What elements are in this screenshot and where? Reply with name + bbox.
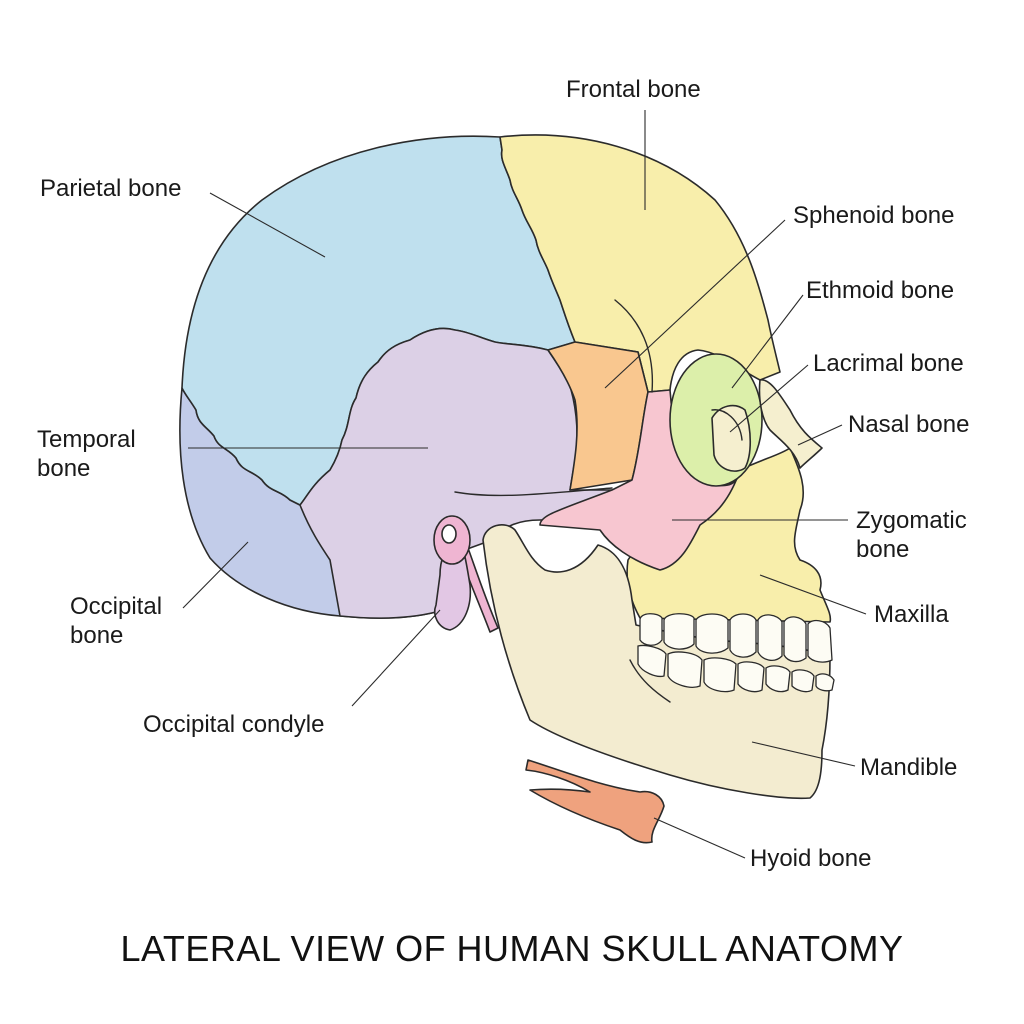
zygomatic-arch-line <box>454 487 613 497</box>
label-occipital-bone: Occipital bone <box>70 593 163 649</box>
label-temporal-bone: Temporal bone <box>37 426 136 482</box>
mastoid-hole <box>441 524 457 544</box>
nasal-bone-region <box>758 379 823 469</box>
mandible-oblique-line <box>629 659 671 703</box>
label-zygomatic-bone: Zygomatic bone <box>856 507 967 563</box>
label-sphenoid-bone: Sphenoid bone <box>793 202 955 229</box>
label-lacrimal-bone: Lacrimal bone <box>813 350 964 377</box>
label-hyoid-bone: Hyoid bone <box>750 845 872 872</box>
label-nasal-bone: Nasal bone <box>848 411 970 438</box>
lacrimal-bone-region <box>711 404 752 472</box>
label-occipital-condyle: Occipital condyle <box>143 711 325 738</box>
leader-lines <box>182 110 867 859</box>
upper-teeth <box>639 613 833 663</box>
label-maxilla: Maxilla <box>874 601 949 628</box>
label-mandible: Mandible <box>860 754 958 781</box>
orbit-inner-line <box>711 409 743 441</box>
label-frontal-bone: Frontal bone <box>566 76 701 103</box>
hyoid-bone-region <box>525 759 665 844</box>
label-parietal-bone: Parietal bone <box>40 175 182 202</box>
diagram-title: LATERAL VIEW OF HUMAN SKULL ANATOMY <box>120 928 904 969</box>
lower-teeth <box>637 644 835 693</box>
frontal-suture-curve <box>614 299 654 393</box>
label-ethmoid-bone: Ethmoid bone <box>806 277 955 304</box>
